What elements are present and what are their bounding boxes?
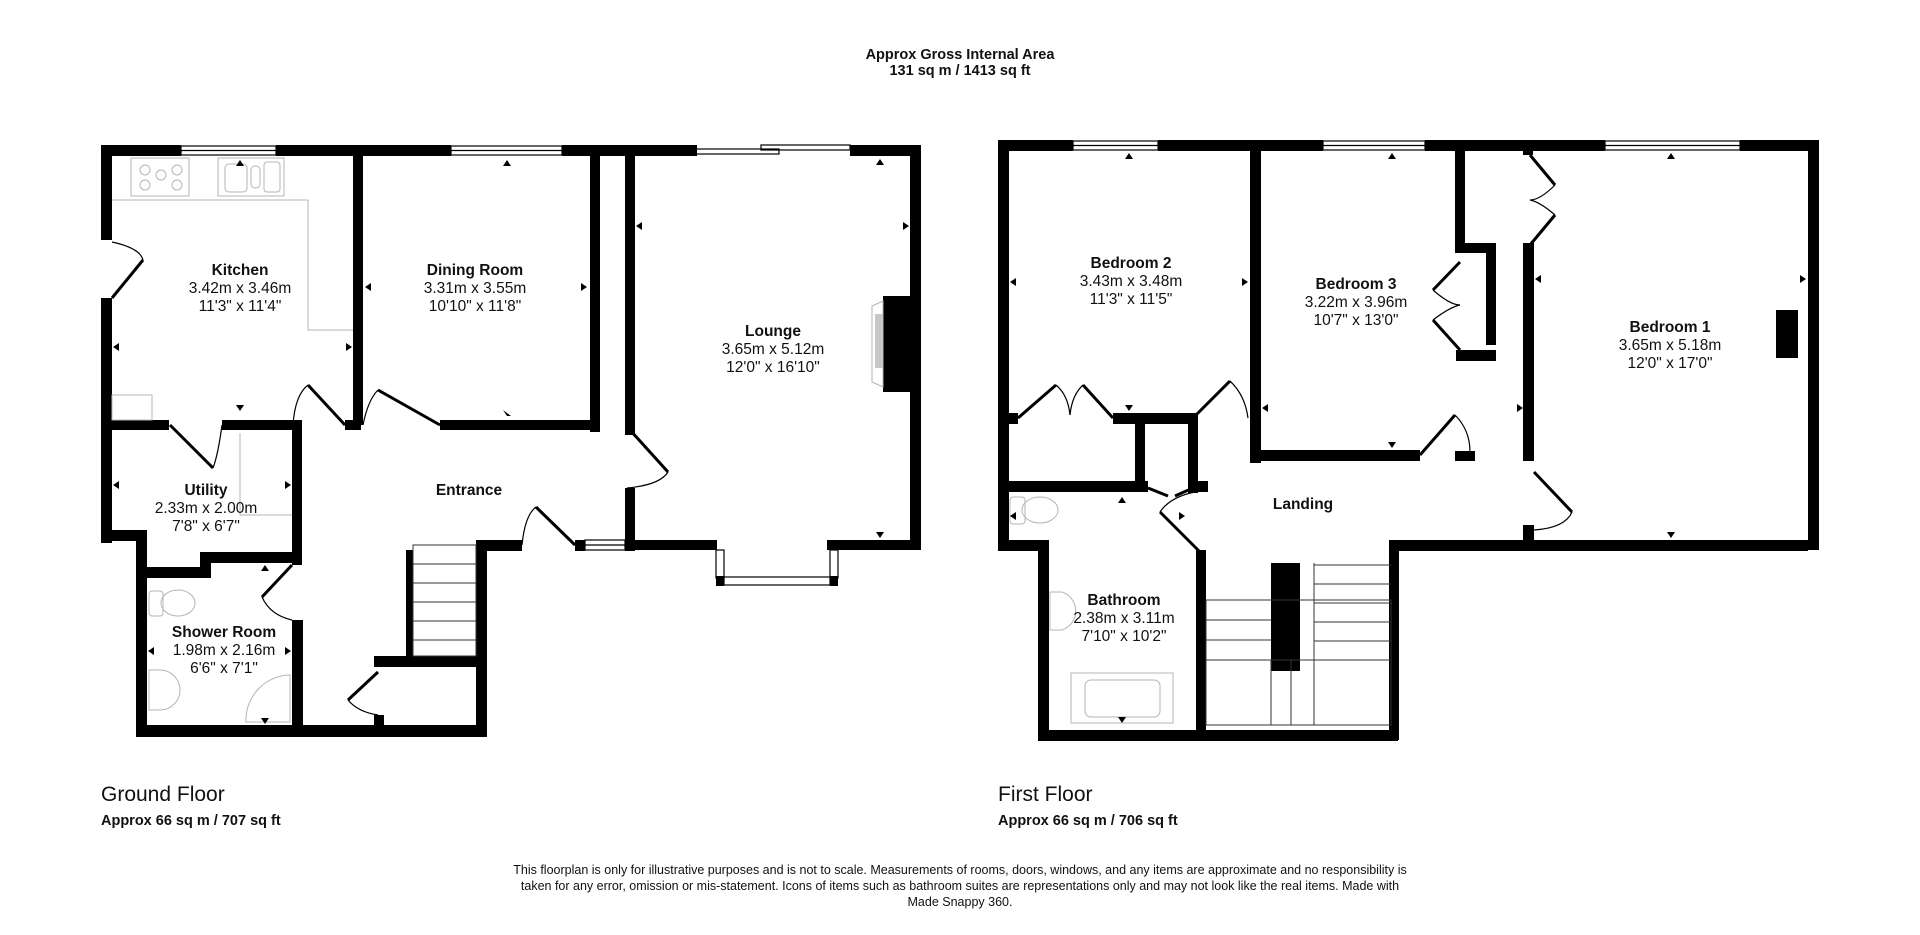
room-metric: 3.42m x 3.46m xyxy=(188,280,292,297)
room-metric: 2.33m x 2.00m xyxy=(154,500,258,517)
ground-floor-caption: Ground Floor Approx 66 sq m / 707 sq ft xyxy=(101,783,281,829)
floor-name: First Floor xyxy=(998,783,1093,806)
ground-floor-stairs xyxy=(412,544,477,657)
room-bathroom: Bathroom 2.38m x 3.11m 7'10" x 10'2" xyxy=(1073,592,1174,646)
room-metric: 3.65m x 5.18m xyxy=(1618,337,1722,354)
room-imperial: 10'7" x 13'0" xyxy=(1313,312,1399,329)
ground-floor-dimension-markers xyxy=(113,159,909,724)
room-name: Kitchen xyxy=(211,262,269,279)
first-floor-stairs xyxy=(1205,563,1392,726)
room-kitchen: Kitchen 3.42m x 3.46m 11'3" x 11'4" xyxy=(189,262,292,316)
ground-floor-doors xyxy=(110,241,670,716)
first-floor-doors xyxy=(1017,154,1574,553)
ground-floor-walls xyxy=(101,145,921,737)
ground-floor-fixtures xyxy=(111,157,884,723)
room-name: Utility xyxy=(184,482,228,499)
room-imperial: 12'0" x 17'0" xyxy=(1627,355,1713,372)
first-floor-dimension-markers xyxy=(1010,153,1806,723)
room-dining-room: Dining Room 3.31m x 3.55m 10'10" x 11'8" xyxy=(424,262,527,316)
room-shower-room: Shower Room 1.98m x 2.16m 6'6" x 7'1" xyxy=(172,624,276,678)
gross-area-value: 131 sq m / 1413 sq ft xyxy=(889,63,1031,79)
room-entrance: Entrance xyxy=(436,482,502,500)
room-lounge: Lounge 3.65m x 5.12m 12'0" x 16'10" xyxy=(722,323,825,377)
room-metric: 2.38m x 3.11m xyxy=(1073,610,1175,627)
first-floor-walls xyxy=(998,140,1819,741)
room-imperial: 11'3" x 11'5" xyxy=(1089,291,1173,308)
room-name: Bathroom xyxy=(1087,592,1161,609)
gross-area-label: Approx Gross Internal Area xyxy=(865,47,1055,63)
room-name: Dining Room xyxy=(426,262,524,279)
room-utility: Utility 2.33m x 2.00m 7'8" x 6'7" xyxy=(155,482,258,536)
room-imperial: 11'3" x 11'4" xyxy=(198,298,282,315)
room-imperial: 7'8" x 6'7" xyxy=(172,518,240,535)
room-metric: 1.98m x 2.16m xyxy=(172,642,276,659)
room-imperial: 10'10" x 11'8" xyxy=(428,298,522,315)
gross-area-title: Approx Gross Internal Area 131 sq m / 14… xyxy=(0,47,1920,79)
floor-name: Ground Floor xyxy=(101,783,225,806)
room-metric: 3.31m x 3.55m xyxy=(423,280,527,297)
room-imperial: 7'10" x 10'2" xyxy=(1081,628,1167,645)
room-name: Bedroom 3 xyxy=(1315,276,1397,293)
room-metric: 3.22m x 3.96m xyxy=(1304,294,1408,311)
ground-floor-windows xyxy=(101,144,851,666)
room-imperial: 6'6" x 7'1" xyxy=(190,660,258,677)
floor-area: Approx 66 sq m / 707 sq ft xyxy=(101,813,281,829)
first-floor-caption: First Floor Approx 66 sq m / 706 sq ft xyxy=(998,783,1178,829)
room-imperial: 12'0" x 16'10" xyxy=(726,359,820,376)
first-floor-windows xyxy=(1038,140,1741,741)
room-name: Shower Room xyxy=(171,624,277,641)
disclaimer-text: This floorplan is only for illustrative … xyxy=(513,863,1407,909)
room-bedroom-3: Bedroom 3 3.22m x 3.96m 10'7" x 13'0" xyxy=(1305,276,1408,330)
room-bedroom-1: Bedroom 1 3.65m x 5.18m 12'0" x 17'0" xyxy=(1619,319,1722,373)
room-name: Landing xyxy=(1272,496,1334,513)
room-name: Lounge xyxy=(745,323,801,340)
floor-area: Approx 66 sq m / 706 sq ft xyxy=(998,813,1178,829)
room-metric: 3.43m x 3.48m xyxy=(1079,273,1183,290)
room-name: Entrance xyxy=(435,482,503,499)
room-bedroom-2: Bedroom 2 3.43m x 3.48m 11'3" x 11'5" xyxy=(1080,255,1183,309)
room-name: Bedroom 2 xyxy=(1090,255,1172,272)
room-metric: 3.65m x 5.12m xyxy=(721,341,825,358)
chimney-breast xyxy=(1776,310,1798,358)
room-name: Bedroom 1 xyxy=(1629,319,1711,336)
room-landing: Landing xyxy=(1273,496,1333,514)
